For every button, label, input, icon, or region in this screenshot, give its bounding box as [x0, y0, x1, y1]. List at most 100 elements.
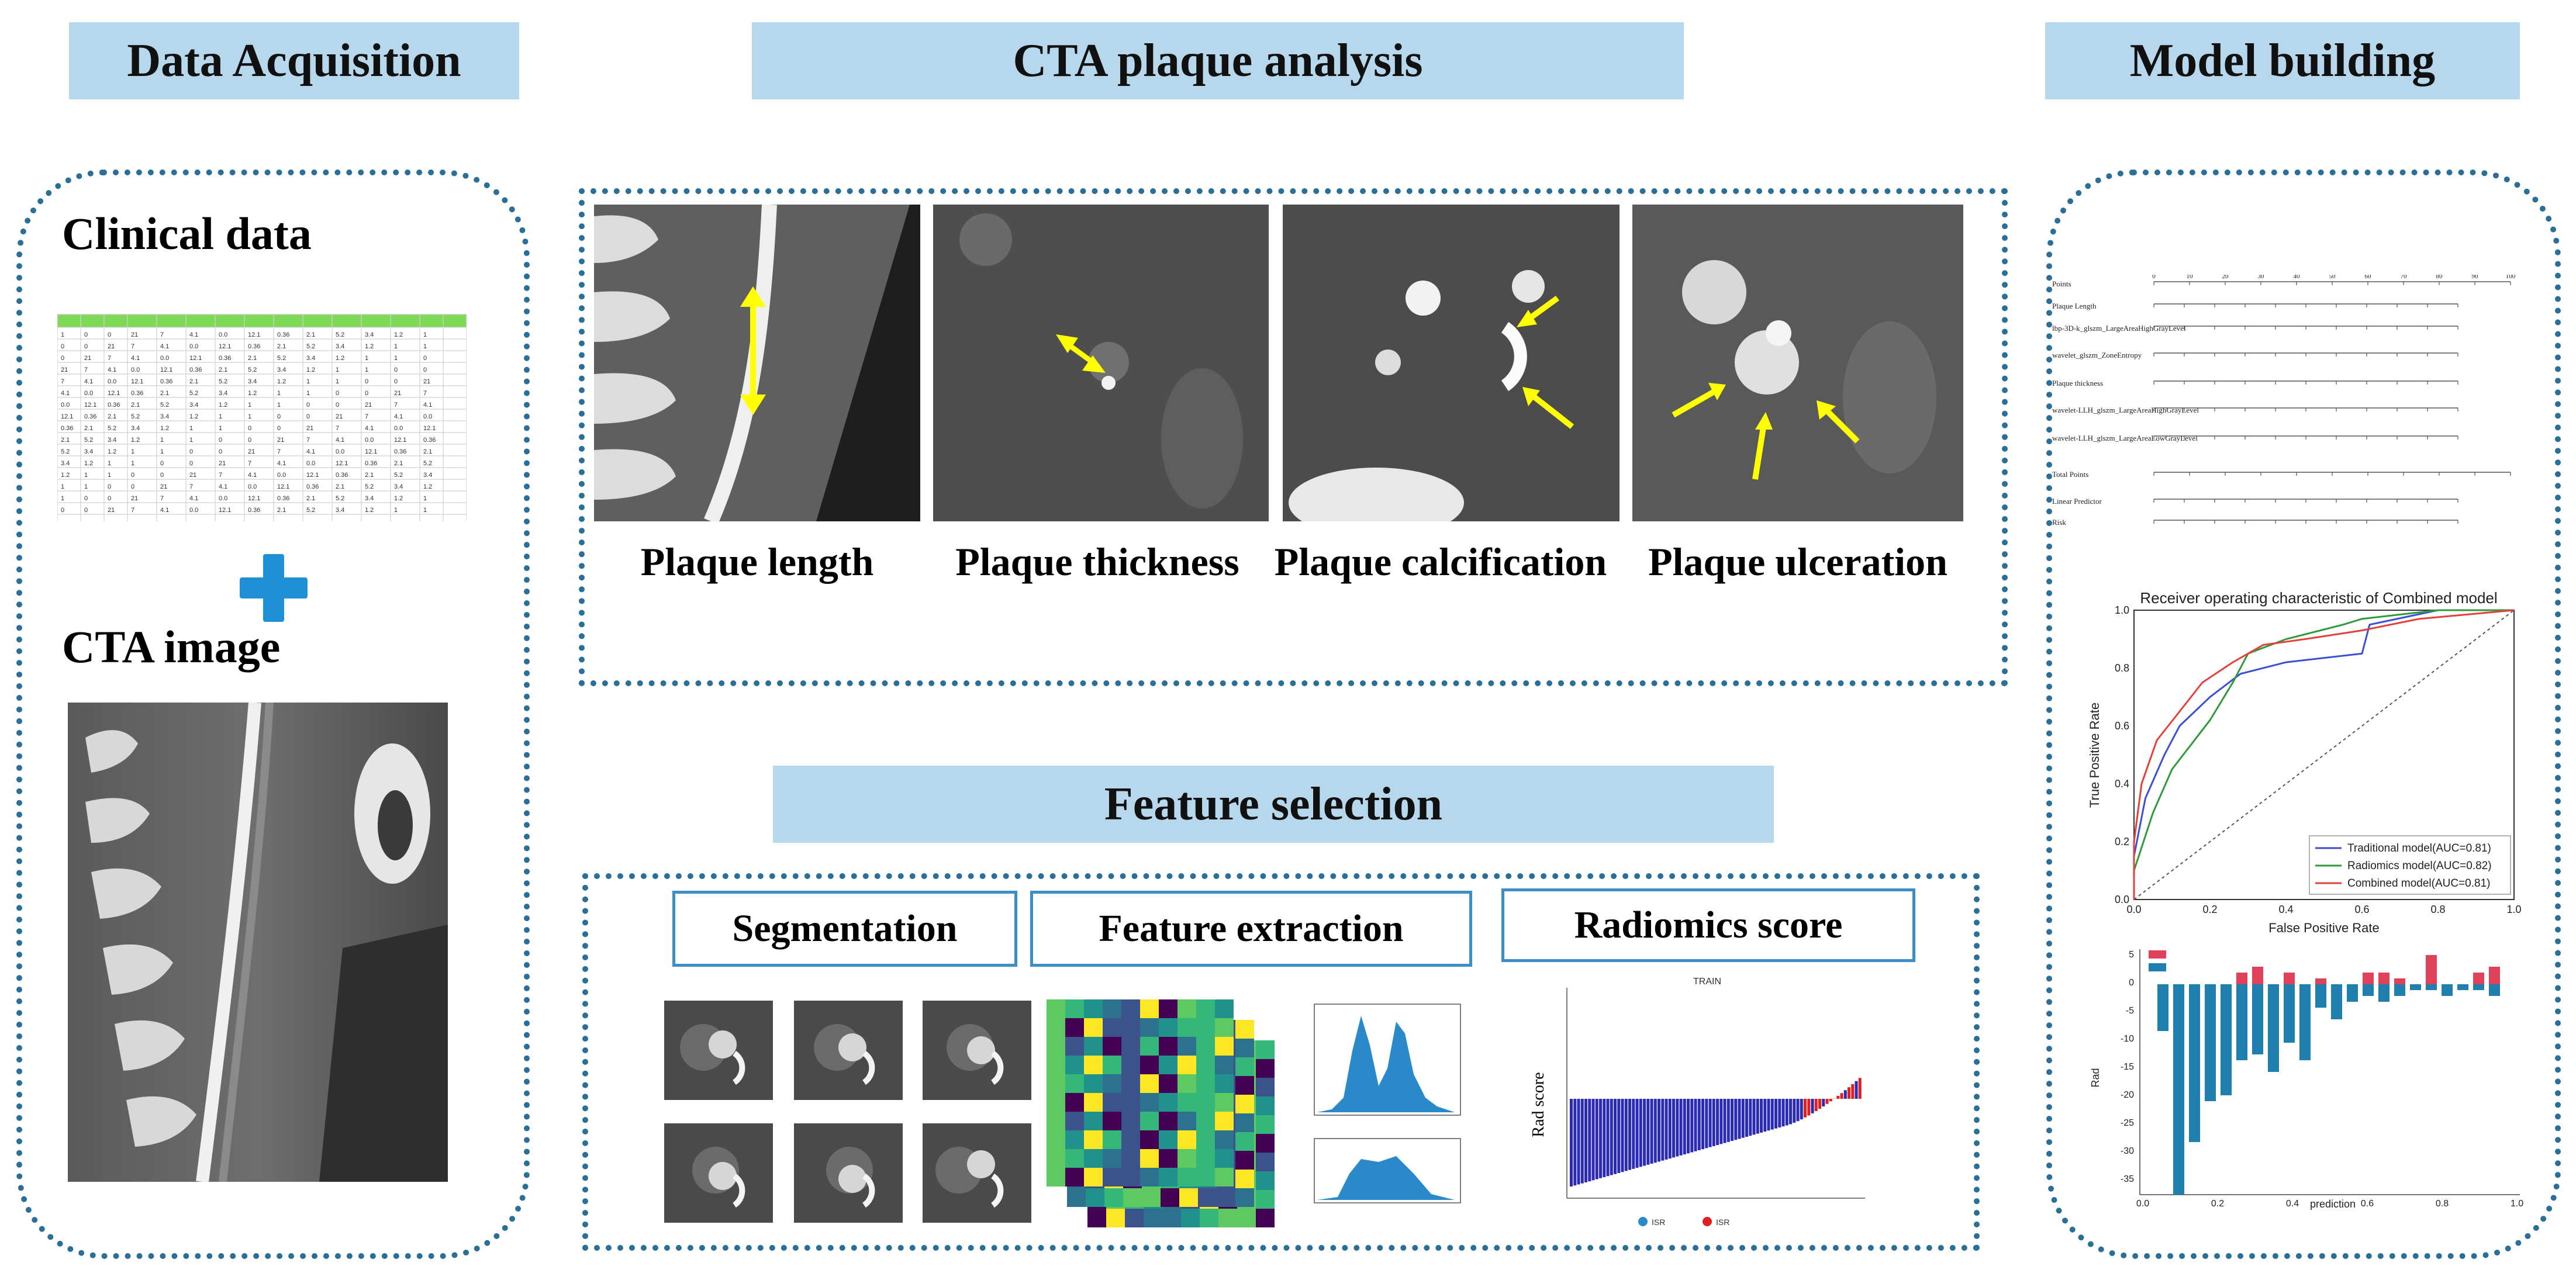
svg-text:-30: -30 [2121, 1146, 2134, 1156]
svg-text:60: 60 [2365, 275, 2372, 280]
svg-text:Combined model(AUC=0.81): Combined model(AUC=0.81) [2347, 877, 2490, 890]
svg-text:0: 0 [394, 366, 398, 373]
svg-text:0.0: 0.0 [219, 495, 227, 502]
svg-text:0: 0 [84, 331, 88, 338]
svg-text:5.2: 5.2 [84, 437, 93, 444]
waterfall-ylabel: Rad [2090, 1068, 2101, 1087]
svg-text:1.0: 1.0 [2511, 1199, 2523, 1209]
svg-text:3.4: 3.4 [84, 448, 93, 455]
svg-text:0: 0 [219, 437, 222, 444]
svg-text:0.0: 0.0 [61, 402, 70, 409]
svg-text:1: 1 [189, 425, 193, 432]
svg-text:1: 1 [365, 355, 368, 362]
svg-text:7: 7 [365, 413, 368, 420]
svg-text:0.36: 0.36 [160, 378, 172, 385]
svg-text:1: 1 [189, 437, 193, 444]
svg-text:0: 0 [306, 402, 310, 409]
svg-text:1.2: 1.2 [306, 366, 315, 373]
svg-text:1: 1 [131, 448, 134, 455]
svg-text:0.36: 0.36 [336, 472, 348, 479]
svg-text:0.0: 0.0 [306, 460, 315, 467]
segmentation-thumbnail-3 [923, 1001, 1031, 1100]
svg-text:0.36: 0.36 [248, 507, 260, 514]
svg-text:21: 21 [61, 366, 68, 373]
svg-text:0.36: 0.36 [84, 413, 96, 420]
rad-score-ylabel: Rad score [1532, 1072, 1548, 1137]
svg-text:30: 30 [2258, 275, 2265, 280]
svg-text:5.2: 5.2 [160, 402, 169, 409]
svg-text:7: 7 [306, 437, 310, 444]
svg-text:ISR: ISR [1716, 1217, 1729, 1227]
segmentation-thumbnail-1 [664, 1001, 773, 1100]
svg-text:1: 1 [160, 448, 164, 455]
svg-text:12.1: 12.1 [108, 390, 120, 397]
svg-text:0.4: 0.4 [2286, 1199, 2299, 1209]
svg-text:0: 0 [248, 425, 251, 432]
svg-text:12.1: 12.1 [365, 448, 377, 455]
svg-text:1.2: 1.2 [365, 507, 374, 514]
svg-text:4.1: 4.1 [84, 378, 93, 385]
svg-text:0.8: 0.8 [2430, 904, 2445, 915]
plaque-caption-4: Plaque ulceration [1648, 539, 1947, 584]
svg-text:7: 7 [108, 355, 111, 362]
svg-text:0.36: 0.36 [61, 425, 73, 432]
svg-text:1: 1 [306, 378, 310, 385]
svg-text:wavelet-LLH_glszm_LargeAreaLow: wavelet-LLH_glszm_LargeAreaLowGrayLevel [2052, 434, 2198, 442]
svg-text:0.0: 0.0 [423, 413, 432, 420]
svg-text:0.36: 0.36 [277, 331, 289, 338]
svg-text:1: 1 [394, 507, 398, 514]
roc-ylabel: True Positive Rate [2087, 703, 2102, 808]
svg-text:0: 0 [84, 495, 88, 502]
svg-text:0: 0 [108, 483, 111, 490]
plaque-calcification-image [1283, 205, 1620, 521]
svg-text:0: 0 [277, 413, 281, 420]
svg-text:3.4: 3.4 [306, 355, 315, 362]
svg-text:0.0: 0.0 [248, 483, 257, 490]
svg-text:Linear Predictor: Linear Predictor [2052, 497, 2102, 506]
svg-text:1.2: 1.2 [365, 343, 374, 350]
svg-text:5.2: 5.2 [219, 378, 227, 385]
svg-text:0.36: 0.36 [248, 343, 260, 350]
svg-text:3.4: 3.4 [160, 413, 169, 420]
svg-text:12.1: 12.1 [219, 343, 231, 350]
svg-text:5.2: 5.2 [61, 448, 70, 455]
svg-text:0: 0 [2129, 978, 2134, 988]
svg-text:21: 21 [277, 437, 284, 444]
svg-text:4.1: 4.1 [219, 483, 227, 490]
svg-text:12.1: 12.1 [277, 483, 289, 490]
svg-text:2.1: 2.1 [423, 448, 432, 455]
svg-text:2.1: 2.1 [189, 378, 198, 385]
svg-text:2.1: 2.1 [336, 483, 344, 490]
svg-text:1.0: 1.0 [2115, 604, 2129, 616]
svg-text:1: 1 [61, 483, 64, 490]
svg-text:Traditional model(AUC=0.81): Traditional model(AUC=0.81) [2347, 842, 2491, 855]
svg-text:1.2: 1.2 [277, 378, 286, 385]
svg-text:3.4: 3.4 [336, 507, 344, 514]
roc-curve-2 [2133, 609, 2514, 900]
svg-text:0: 0 [131, 472, 134, 479]
svg-text:-25: -25 [2121, 1118, 2134, 1128]
svg-text:20: 20 [2222, 275, 2229, 280]
plaque-ulceration-image [1632, 205, 1963, 521]
svg-text:4.1: 4.1 [160, 507, 169, 514]
svg-text:ISR: ISR [1652, 1217, 1665, 1227]
svg-text:50: 50 [2329, 275, 2336, 280]
cta-image-label: CTA image [62, 621, 281, 672]
svg-text:0: 0 [108, 495, 111, 502]
svg-text:0: 0 [336, 390, 339, 397]
svg-text:0: 0 [61, 355, 64, 362]
svg-text:2.1: 2.1 [277, 507, 286, 514]
svg-text:7: 7 [394, 402, 398, 409]
svg-text:1.2: 1.2 [84, 460, 93, 467]
svg-text:0.36: 0.36 [365, 460, 377, 467]
svg-text:4.1: 4.1 [394, 413, 403, 420]
svg-text:-10: -10 [2121, 1034, 2134, 1044]
svg-text:5.2: 5.2 [306, 343, 315, 350]
svg-text:7: 7 [336, 425, 339, 432]
svg-text:3.4: 3.4 [189, 402, 198, 409]
svg-text:0.0: 0.0 [84, 390, 93, 397]
roc-chart: Receiver operating characteristic of Com… [2087, 590, 2522, 935]
model-building-panel [2046, 169, 2561, 1259]
svg-text:Plaque Length: Plaque Length [2052, 302, 2097, 310]
